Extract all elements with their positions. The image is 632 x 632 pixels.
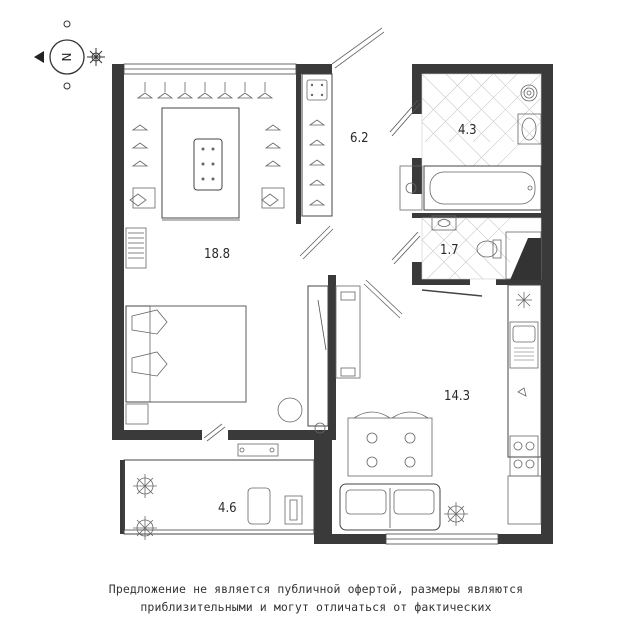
area-label-wardrobe-bedroom: 18.8 (204, 247, 230, 262)
area-label-kitchen-living: 14.3 (444, 389, 470, 404)
walk-in-wardrobe (129, 82, 285, 221)
entrance-door (331, 27, 385, 69)
plant-icon (133, 474, 157, 498)
ac-icon (516, 292, 532, 308)
area-label-toilet: 1.7 (440, 243, 459, 258)
plant-icon (444, 502, 468, 526)
area-label-bathroom: 4.3 (458, 123, 477, 138)
bedroom-furniture (125, 227, 303, 425)
compass: N (34, 20, 105, 90)
hanger-icons (131, 82, 282, 167)
area-label-balcony: 4.6 (218, 501, 237, 516)
disclaimer-line-1: Предложение не является публичной оферто… (108, 582, 524, 596)
washing-machine (399, 165, 423, 211)
wardrobe-door (299, 225, 334, 260)
disclaimer-line-2: приблизительными и могут отличаться от ф… (140, 600, 492, 614)
drain-icon (520, 84, 538, 102)
stove (509, 435, 539, 477)
bathroom (389, 73, 542, 211)
sun-icon (87, 48, 105, 66)
area-label-hallway: 6.2 (350, 131, 369, 146)
kitchen-sink (509, 321, 539, 369)
compass-arrow-icon (34, 51, 44, 63)
bathtub (423, 165, 542, 211)
kitchen-furniture (507, 284, 542, 525)
bedroom-balcony-door (203, 423, 226, 442)
dining-set (347, 411, 433, 477)
washbasin (517, 113, 542, 145)
toilet-bowl (476, 240, 498, 258)
kitchen-door (363, 279, 403, 319)
sofa (339, 483, 441, 531)
toilet-room (391, 215, 542, 297)
plant-icon (133, 516, 157, 540)
balcony-outline (123, 459, 315, 535)
bed (125, 305, 247, 403)
hallway-wardrobe (301, 73, 333, 217)
partition-shelves (307, 285, 361, 434)
balcony-furniture (133, 443, 303, 540)
compass-letter: N (60, 53, 74, 62)
